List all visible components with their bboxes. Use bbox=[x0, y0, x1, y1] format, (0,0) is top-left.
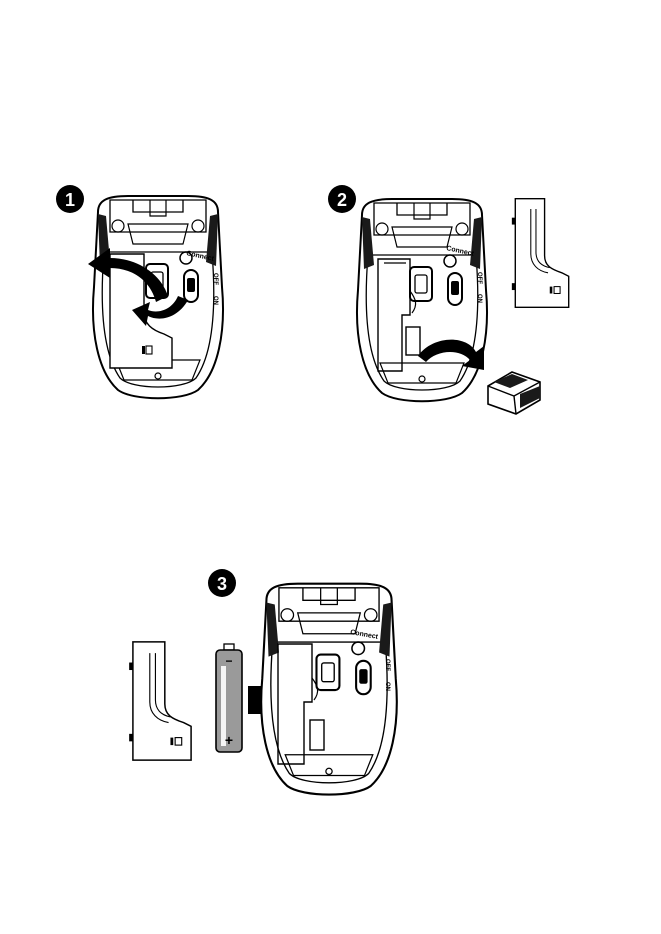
step-number-badge: 3 bbox=[208, 569, 236, 597]
switch-off-label: OFF bbox=[212, 273, 218, 285]
battery-plus-label: + bbox=[225, 732, 233, 748]
step-3-number: 3 bbox=[217, 574, 227, 594]
step-number-badge: 1 bbox=[56, 185, 84, 213]
mouse-underside bbox=[261, 584, 397, 795]
step-2-panel: 2 Connect OFF ON bbox=[328, 185, 569, 414]
battery-minus-label: − bbox=[225, 654, 232, 668]
step-3-panel: 3 − + Connect OFF ON bbox=[129, 569, 397, 795]
battery-cover bbox=[129, 642, 191, 760]
switch-on-label: ON bbox=[476, 294, 482, 303]
step-1-panel: 1 Connect OFF ON bbox=[56, 185, 223, 398]
switch-off-label: OFF bbox=[384, 659, 390, 671]
mouse-underside bbox=[357, 199, 487, 401]
usb-nano-receiver bbox=[488, 372, 540, 414]
switch-on-label: ON bbox=[384, 682, 390, 691]
step-2-number: 2 bbox=[337, 190, 347, 210]
step-1-number: 1 bbox=[65, 190, 75, 210]
switch-on-label: ON bbox=[212, 296, 218, 305]
aa-battery: − + bbox=[216, 644, 242, 752]
step-number-badge: 2 bbox=[328, 185, 356, 213]
switch-off-label: OFF bbox=[476, 272, 482, 284]
battery-cover bbox=[512, 199, 569, 308]
